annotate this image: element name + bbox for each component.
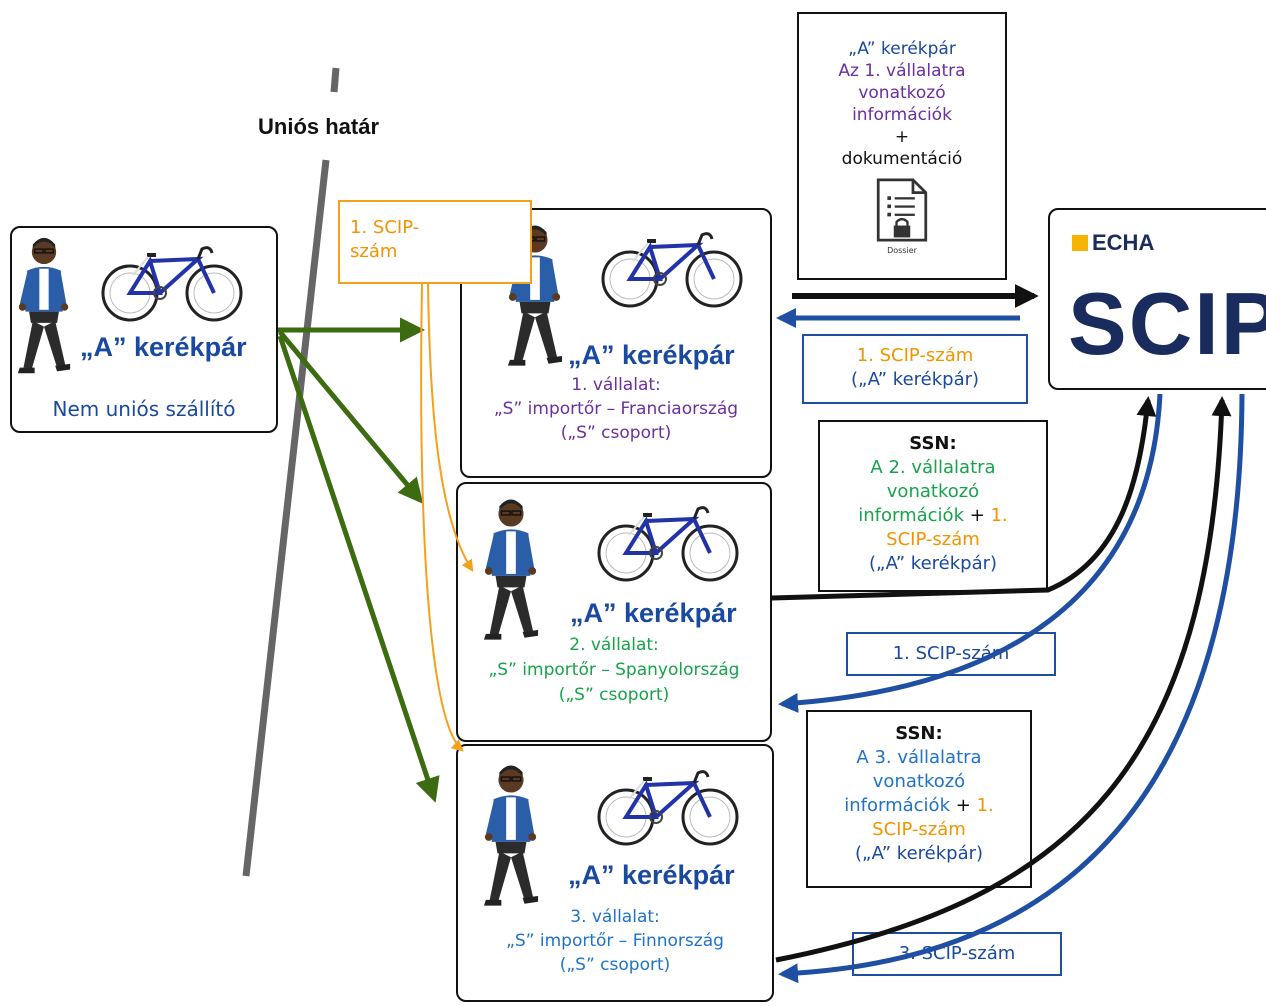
dossier-box: „A” kerékpár Az 1. vállalatra vonatkozó … (797, 12, 1007, 280)
scip-number-line2: szám (350, 241, 398, 262)
ssn2-line3: információk + 1. (820, 504, 1046, 528)
company3-line3: („S” csoport) (559, 955, 671, 975)
echa-logo: ECHA (1072, 230, 1154, 256)
supplier-bicycle-image (98, 234, 248, 326)
ssn2-line3b: 1. (990, 505, 1008, 526)
ssn3-line3a: információk (844, 795, 950, 816)
ssn3-line4: SCIP-szám (872, 819, 966, 840)
company1-line1: 1. vállalat: (571, 375, 661, 395)
border-label: Uniós határ (258, 114, 380, 139)
supplier-product-label: „A” kerékpár (80, 332, 247, 362)
company1-box: „A” kerékpár 1. vállalat: „S” importőr –… (460, 208, 772, 478)
company3-line1: 3. vállalat: (570, 907, 660, 927)
ssn3-line1: A 3. vállalatra (856, 747, 982, 768)
response3-label: 3. SCIP-szám (898, 943, 1016, 964)
company3-person-figure (482, 762, 540, 912)
ssn3-line3: információk + 1. (808, 794, 1030, 818)
ssn2-title: SSN: (909, 433, 957, 454)
company3-line2: „S” importőr – Finnország (506, 931, 724, 951)
green-arrow-to-company2 (278, 330, 424, 504)
ssn3-plus: + (955, 795, 971, 816)
ssn2-line4: SCIP-szám (886, 529, 980, 550)
response2-label: 1. SCIP-szám (892, 643, 1010, 664)
green-arrow-to-company3 (277, 335, 440, 803)
ssn3-box: SSN: A 3. vállalatra vonatkozó informáci… (806, 710, 1032, 888)
ssn2-line3a: információk (858, 505, 964, 526)
dossier-line3: vonatkozó (858, 83, 946, 103)
company1-line2: „S” importőr – Franciaország (493, 399, 739, 419)
dossier-line5: dokumentáció (841, 149, 963, 169)
company2-product-label: „A” kerékpár (570, 598, 737, 628)
company2-line1: 2. vállalat: (569, 635, 659, 655)
ssn2-line5: („A” kerékpár) (868, 553, 998, 574)
response1-line2: („A” kerékpár) (850, 369, 980, 390)
ssn2-plus: + (969, 505, 985, 526)
scip-number-line1: 1. SCIP- (350, 217, 420, 238)
supplier-person-figure (16, 236, 72, 378)
scip-number-box: 1. SCIP- szám (338, 200, 532, 284)
dossier-icon-label: Dossier (887, 246, 917, 255)
echa-logo-mark-icon (1072, 235, 1088, 251)
response2-box: 1. SCIP-szám (846, 632, 1056, 676)
dossier-plus: + (894, 127, 910, 147)
dossier-line2: Az 1. vállalatra (838, 61, 966, 81)
supplier-box: „A” kerékpár Nem uniós szállító (10, 226, 278, 433)
ssn3-line2: vonatkozó (872, 771, 966, 792)
echa-scip-box: ECHA SCIP (1048, 208, 1266, 390)
company2-person-figure (482, 496, 540, 646)
eu-border-line (330, 67, 340, 93)
supplier-caption: Nem uniós szállító (52, 397, 236, 421)
response1-box: 1. SCIP-szám („A” kerékpár) (802, 334, 1028, 404)
company2-box: „A” kerékpár 2. vállalat: „S” importőr –… (456, 482, 772, 742)
dossier-line4: információk (852, 105, 952, 125)
dossier-line1: „A” kerékpár (848, 39, 956, 59)
company2-bicycle-image (594, 494, 744, 586)
scip-logo-text: SCIP (1068, 274, 1266, 373)
response1-line1: 1. SCIP-szám (856, 345, 974, 366)
company1-product-label: „A” kerékpár (568, 340, 735, 370)
company2-line3: („S” csoport) (558, 685, 670, 705)
company3-box: „A” kerékpár 3. vállalat: „S” importőr –… (456, 744, 774, 1002)
echa-logo-text: ECHA (1092, 230, 1155, 255)
ssn2-line2: vonatkozó (886, 481, 980, 502)
ssn3-line3b: 1. (976, 795, 994, 816)
ssn2-line1: A 2. vállalatra (870, 457, 996, 478)
company3-bicycle-image (594, 758, 744, 850)
dossier-document-icon (874, 178, 930, 242)
company1-line3: („S” csoport) (560, 423, 672, 443)
company3-product-label: „A” kerékpár (568, 860, 735, 890)
company2-line2: „S” importőr – Spanyolország (488, 660, 740, 680)
company1-bicycle-image (598, 220, 748, 312)
ssn3-title: SSN: (895, 723, 943, 744)
response3-box: 3. SCIP-szám (852, 932, 1062, 976)
ssn2-box: SSN: A 2. vállalatra vonatkozó informáci… (818, 420, 1048, 592)
ssn3-line5: („A” kerékpár) (854, 843, 984, 864)
